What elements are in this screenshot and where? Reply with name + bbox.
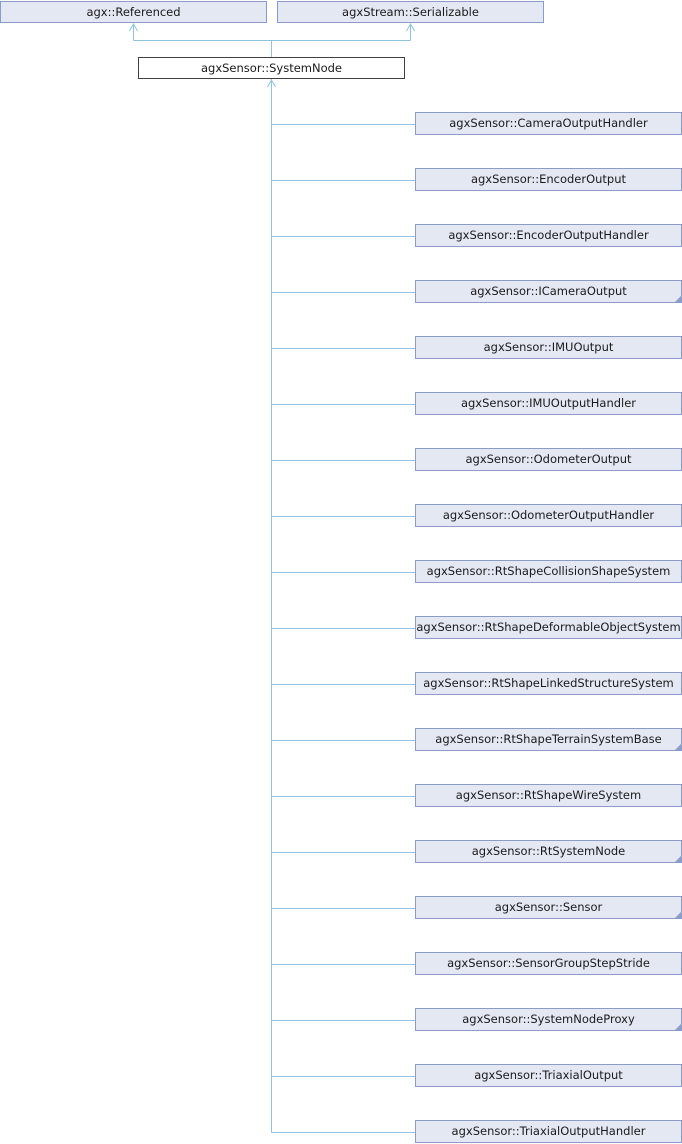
derived-class-node[interactable]: agxSensor::EncoderOutputHandler (415, 224, 682, 247)
derived-class-node[interactable]: agxSensor::EncoderOutput (415, 168, 682, 191)
derived-class-node[interactable]: agxSensor::SystemNodeProxy (415, 1008, 682, 1031)
inheritance-arrow-icon (267, 78, 276, 88)
derived-class-label: agxSensor::RtShapeTerrainSystemBase (435, 732, 662, 746)
more-children-marker-icon (675, 1024, 681, 1030)
derived-class-label: agxSensor::RtShapeLinkedStructureSystem (423, 676, 674, 690)
derived-class-node[interactable]: agxSensor::RtShapeCollisionShapeSystem (415, 560, 682, 583)
derived-class-label: agxSensor::EncoderOutputHandler (448, 228, 649, 242)
inheritance-arrow-icon (129, 22, 138, 32)
more-children-marker-icon (675, 296, 681, 302)
derived-class-label: agxSensor::IMUOutputHandler (460, 396, 637, 410)
derived-class-node[interactable]: agxSensor::TriaxialOutputHandler (415, 1120, 682, 1143)
derived-class-node[interactable]: agxSensor::IMUOutputHandler (415, 392, 682, 415)
derived-class-label: agxSensor::SystemNodeProxy (462, 1012, 635, 1026)
derived-class-node[interactable]: agxSensor::TriaxialOutput (415, 1064, 682, 1087)
derived-class-node[interactable]: agxSensor::OdometerOutput (415, 448, 682, 471)
more-children-marker-icon (675, 744, 681, 750)
derived-class-label: agxSensor::TriaxialOutput (474, 1068, 623, 1082)
derived-class-node[interactable]: agxSensor::CameraOutputHandler (415, 112, 682, 135)
derived-class-label: agxSensor::RtSystemNode (471, 844, 626, 858)
derived-class-label: agxSensor::ICameraOutput (470, 284, 627, 298)
derived-class-label: agxSensor::RtShapeWireSystem (455, 788, 642, 802)
derived-class-node[interactable]: agxSensor::Sensor (415, 896, 682, 919)
derived-class-label: agxSensor::OdometerOutputHandler (442, 508, 655, 522)
derived-class-label: agxSensor::CameraOutputHandler (449, 116, 648, 130)
derived-class-label: agxSensor::RtShapeDeformableObjectSystem (416, 620, 681, 634)
current-class-node: agxSensor::SystemNode (138, 57, 405, 79)
derived-class-label: agxSensor::IMUOutput (483, 340, 614, 354)
derived-class-node[interactable]: agxSensor::RtShapeTerrainSystemBase (415, 728, 682, 751)
derived-class-node[interactable]: agxSensor::RtShapeWireSystem (415, 784, 682, 807)
derived-class-node[interactable]: agxSensor::SensorGroupStepStride (415, 952, 682, 975)
derived-class-node[interactable]: agxSensor::IMUOutput (415, 336, 682, 359)
derived-class-label: agxSensor::Sensor (494, 900, 603, 914)
derived-class-label: agxSensor::SensorGroupStepStride (447, 956, 650, 970)
derived-class-node[interactable]: agxSensor::RtShapeLinkedStructureSystem (415, 672, 682, 695)
derived-class-node[interactable]: agxSensor::RtSystemNode (415, 840, 682, 863)
derived-class-label: agxSensor::TriaxialOutputHandler (451, 1124, 646, 1138)
derived-class-node[interactable]: agxSensor::OdometerOutputHandler (415, 504, 682, 527)
derived-class-label: agxSensor::OdometerOutput (465, 452, 632, 466)
parent-node-referenced[interactable]: agx::Referenced (0, 1, 267, 23)
more-children-marker-icon (675, 856, 681, 862)
inheritance-arrow-icon (406, 22, 415, 32)
derived-class-node[interactable]: agxSensor::RtShapeDeformableObjectSystem (415, 616, 682, 639)
more-children-marker-icon (675, 912, 681, 918)
derived-class-node[interactable]: agxSensor::ICameraOutput (415, 280, 682, 303)
parent-node-serializable[interactable]: agxStream::Serializable (277, 1, 544, 23)
derived-class-label: agxSensor::EncoderOutput (470, 172, 627, 186)
derived-class-label: agxSensor::RtShapeCollisionShapeSystem (426, 564, 671, 578)
